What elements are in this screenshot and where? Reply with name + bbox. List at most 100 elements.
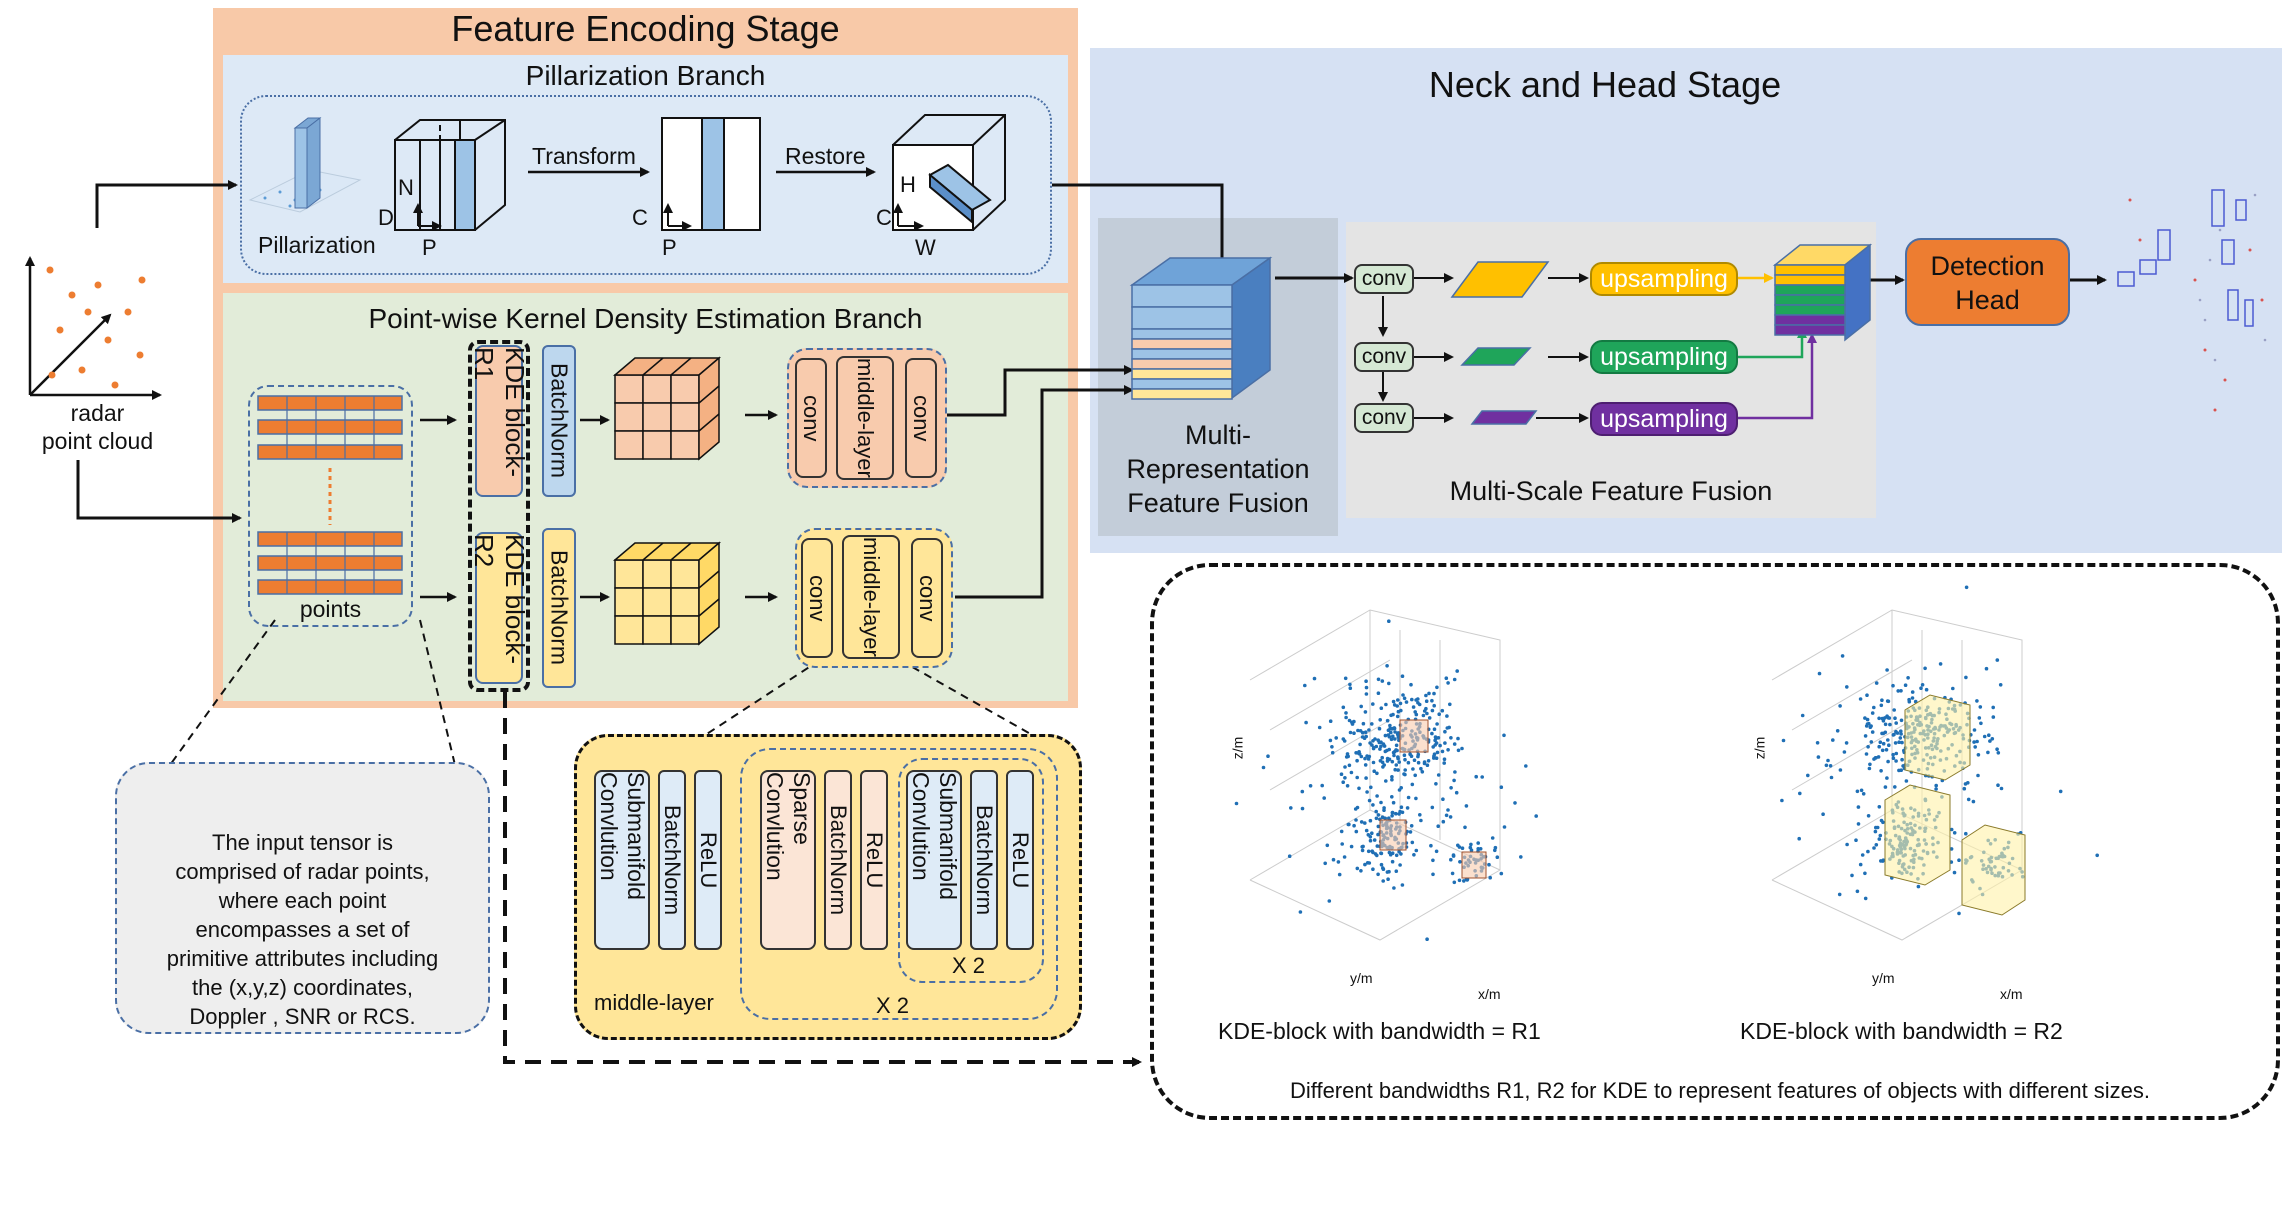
scatter-point <box>1891 683 1895 688</box>
points-tensor-rows <box>257 395 403 595</box>
scatter-point <box>1424 693 1428 698</box>
scatter-point <box>1441 819 1446 824</box>
scatter-point <box>1880 748 1885 753</box>
scatter-point <box>1434 782 1438 786</box>
scatter-point <box>1866 745 1870 749</box>
scatter-point <box>1870 711 1875 715</box>
scatter-point <box>1910 690 1915 694</box>
scatter-point <box>1877 837 1882 841</box>
scatter-point <box>1995 658 2000 662</box>
feature-map-yellow <box>1450 261 1550 298</box>
scatter-point <box>1881 741 1886 746</box>
scatter-point <box>1371 739 1375 743</box>
scatter-point <box>1379 706 1384 710</box>
scatter-point <box>1384 779 1388 783</box>
scatter-point <box>1854 838 1858 842</box>
scatter-point <box>1815 741 1820 745</box>
sparse-conv: Sparse Convlution <box>760 770 816 950</box>
scatter-point <box>1394 763 1399 767</box>
scatter-point <box>1821 812 1825 816</box>
msff-label: Multi-Scale Feature Fusion <box>1449 476 1773 506</box>
scatter-point <box>1402 753 1407 757</box>
scatter-point <box>1449 786 1453 790</box>
scatter-point <box>1366 849 1371 854</box>
scatter-point <box>1393 737 1397 741</box>
scatter-point <box>1390 727 1394 731</box>
scatter-point <box>1359 869 1363 873</box>
scatter-point <box>1425 763 1430 767</box>
scatter-point <box>1867 766 1872 771</box>
scatter-point <box>1378 759 1383 763</box>
scatter-point <box>1330 750 1335 755</box>
scatter-point <box>1342 855 1347 859</box>
scatter-point <box>1901 764 1905 768</box>
scatter-point <box>1383 733 1388 738</box>
scatter-point <box>1422 709 1427 713</box>
scatter-point <box>1893 716 1897 720</box>
scatter-point <box>1372 838 1377 842</box>
scatter-point <box>1430 731 1434 736</box>
scatter-point <box>1977 716 1982 720</box>
scatter-point <box>1863 734 1868 738</box>
scatter-point <box>1454 790 1459 795</box>
scatter-point <box>1371 803 1375 807</box>
scatter-point <box>1434 741 1439 745</box>
scatter-point <box>1390 851 1395 855</box>
scatter-point <box>1298 910 1303 914</box>
scatter-point <box>1964 831 1968 836</box>
scatter-point <box>1855 889 1860 894</box>
scatter-point <box>1380 755 1384 760</box>
scatter-point <box>1397 788 1402 792</box>
axis-x-r2: x/m <box>2000 986 2023 1002</box>
scatter-point <box>1343 765 1347 769</box>
scatter-point <box>1894 751 1899 756</box>
scatter-point <box>1390 810 1395 815</box>
scatter-point <box>1413 710 1417 714</box>
scatter-point <box>1434 756 1439 760</box>
scatter-point <box>1880 731 1884 736</box>
scatter-point <box>1383 816 1387 821</box>
scatter-point <box>1440 708 1445 713</box>
scatter-point <box>1441 797 1445 801</box>
scatter-point <box>1899 689 1903 693</box>
scatter-point <box>1354 818 1358 822</box>
scatter-point <box>1361 844 1365 849</box>
scatter-point <box>1866 814 1871 818</box>
conv-group-r1 <box>787 348 947 488</box>
scatter-point <box>1356 751 1360 755</box>
scatter-point <box>1387 681 1391 686</box>
scatter-point <box>1900 757 1904 762</box>
scatter-point <box>1367 728 1371 732</box>
scatter-point <box>1458 860 1462 864</box>
scatter-point <box>1409 682 1413 687</box>
scatter-point <box>1923 666 1927 671</box>
scatter-point <box>1365 790 1369 794</box>
batchnorm-3: BatchNorm <box>970 770 998 950</box>
scatter-point <box>1400 674 1405 678</box>
submanifold-conv-2: Submanifold Convlution <box>906 770 962 950</box>
relu-3: ReLU <box>1006 770 1034 950</box>
scatter-point <box>1872 705 1876 710</box>
scatter-point <box>1425 711 1429 716</box>
scatter-point <box>1831 738 1835 742</box>
scatter-point <box>1828 764 1833 768</box>
scatter-point <box>1949 847 1954 851</box>
feature-encoding-title: Feature Encoding Stage <box>451 8 840 49</box>
scatter-point <box>1919 686 1923 690</box>
scatter-point <box>1367 754 1372 759</box>
scatter-point <box>1419 766 1423 771</box>
scatter-point <box>1903 683 1908 687</box>
scatter-point <box>1375 853 1379 858</box>
scatter-point <box>1379 862 1384 867</box>
neck-head-title: Neck and Head Stage <box>1428 64 1782 105</box>
scatter-point <box>1892 708 1896 712</box>
x2-outer-label: X 2 <box>876 993 910 1018</box>
scatter-point <box>1860 853 1865 857</box>
scatter-point <box>1427 691 1431 696</box>
scatter-point <box>1430 708 1435 713</box>
scatter-point <box>1390 759 1395 764</box>
radar-point-cloud-icon <box>25 256 162 400</box>
scatter-point <box>1924 687 1929 692</box>
scatter-point <box>1266 754 1270 758</box>
scatter-point <box>1478 847 1483 851</box>
